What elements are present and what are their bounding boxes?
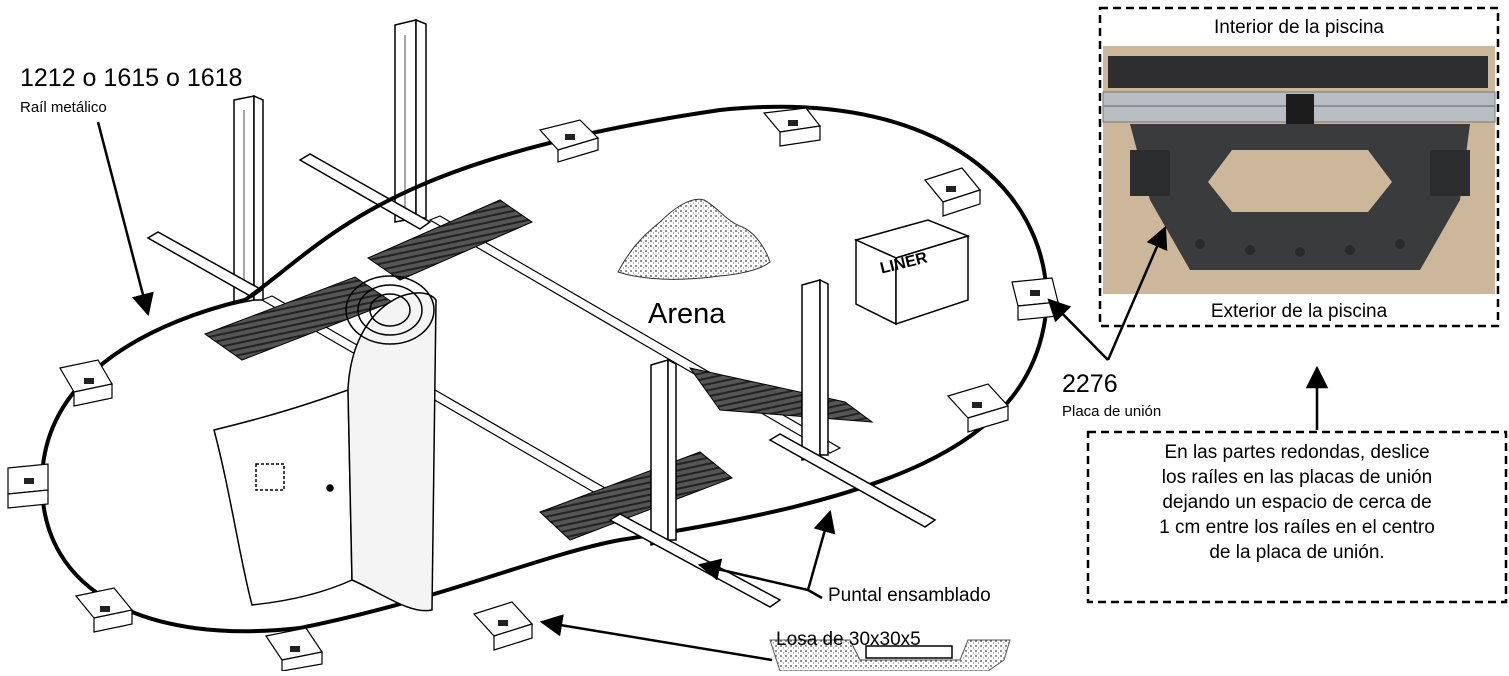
front-base-rails [608, 433, 937, 608]
sand-label: Arena [648, 298, 726, 330]
slab-label: Losa de 30x30x5 [776, 629, 921, 650]
photo-bottom-caption: Exterior de la piscina [1210, 301, 1388, 322]
instruction-note: En las partes redondas, deslice los raíl… [1088, 440, 1506, 565]
note-line: de la placa de unión. [1209, 542, 1385, 563]
plate-arrow [1047, 298, 1109, 361]
strut-arrow-upper [806, 509, 836, 600]
slab [538, 119, 600, 163]
wall-panel-roll-icon [213, 275, 437, 612]
slab [946, 383, 1010, 433]
photo-top-caption: Interior de la piscina [1213, 17, 1385, 38]
note-line: 1 cm entre los raíles en el centro [1159, 517, 1435, 538]
photo-frame [1098, 6, 1500, 328]
strut-arrow-lower [697, 558, 809, 592]
strut-label: Puntal ensamblado [828, 585, 991, 606]
rail-arrow [96, 121, 154, 317]
slab [1011, 277, 1059, 321]
rear-right-post [394, 18, 427, 223]
sand-pile-icon [617, 198, 771, 280]
slab [472, 601, 534, 651]
plate-photo-arrow [1106, 225, 1168, 361]
slab [7, 463, 49, 509]
plate-code-label: 2276 [1062, 370, 1118, 398]
front-left-post [650, 358, 677, 547]
arrows [96, 121, 1329, 662]
rear-left-post [233, 94, 264, 305]
slab [265, 627, 323, 672]
slab [59, 359, 113, 407]
plate-clips [24, 120, 1040, 652]
note-line: los raíles en las placas de unión [1161, 467, 1433, 488]
slab-arrow [539, 614, 773, 662]
slab [762, 107, 822, 147]
liner-box-icon [853, 219, 971, 326]
plate-name-label: Placa de unión [1062, 403, 1162, 420]
pool-wall-rail [39, 104, 1049, 634]
rail-name-label: Raíl metálico [20, 99, 107, 116]
join-plate-photo [1102, 46, 1496, 294]
note-frame [1086, 430, 1508, 604]
rail-codes-label: 1212 o 1615 o 1618 [20, 64, 243, 92]
note-line: dejando un espacio de cerca de [1162, 492, 1432, 513]
front-right-post [801, 278, 829, 461]
slab [923, 167, 982, 217]
slab-section-block [865, 645, 953, 659]
note-line: En las partes redondas, deslice [1164, 442, 1430, 463]
slab [74, 587, 134, 633]
